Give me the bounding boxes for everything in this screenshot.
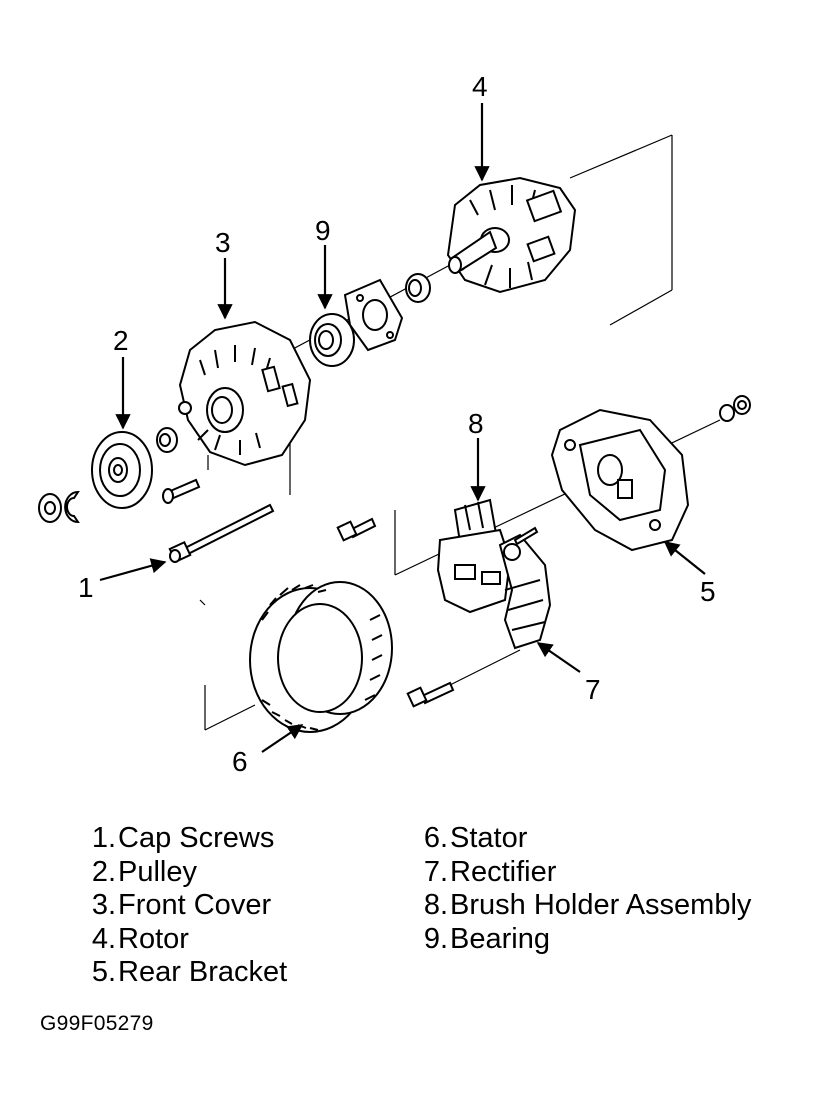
callout-1: 1 <box>78 572 94 603</box>
stator-drawing <box>249 581 393 733</box>
rectifier-drawing <box>498 526 552 650</box>
legend-number: 4. <box>91 922 116 955</box>
legend-number: 8. <box>423 889 448 921</box>
legend-item: 7.Rectifier <box>414 856 751 890</box>
legend-item: 8.Brush Holder Assembly <box>414 889 752 923</box>
legend-text: Stator <box>450 822 528 854</box>
legend-text: Front Cover <box>118 889 272 921</box>
callout-5: 5 <box>700 576 716 607</box>
callout-9: 9 <box>315 215 331 246</box>
callout-6: 6 <box>232 746 248 777</box>
callout-7: 7 <box>585 674 601 705</box>
spacer-drawing <box>156 427 178 453</box>
legend-item: 2.Pulley <box>82 856 287 890</box>
alternator-exploded-diagram: 4 3 9 2 8 1 5 7 6 <box>38 71 751 777</box>
nut-washer-drawing <box>38 490 80 524</box>
legend-number: 1. <box>91 822 116 854</box>
legend-number: 2. <box>91 855 116 888</box>
legend-text: Rectifier <box>450 855 557 888</box>
legend-item: 9.Bearing <box>414 923 751 957</box>
short-bolt-drawing <box>162 478 201 504</box>
legend-text: Pulley <box>118 855 197 888</box>
legend-text: Brush Holder Assembly <box>450 889 752 921</box>
legend-item: 4.Rotor <box>82 923 287 957</box>
legend-text: Cap Screws <box>118 822 275 854</box>
legend-right-column: 6.Stator 7.Rectifier 8.Brush Holder Asse… <box>414 822 752 957</box>
callout-8: 8 <box>468 408 484 439</box>
rear-nuts-drawing <box>719 395 751 422</box>
mount-bolt-drawing <box>336 517 377 542</box>
stator-bolt-drawing <box>406 681 455 708</box>
legend-item: 6.Stator <box>414 822 751 856</box>
cap-screw-drawing <box>168 503 275 564</box>
legend-number: 3. <box>91 889 116 921</box>
bearing-drawing <box>309 313 355 367</box>
callout-3: 3 <box>215 227 231 258</box>
callout-arrows <box>99 103 706 753</box>
legend-text: Bearing <box>450 922 550 955</box>
legend-text: Rotor <box>118 922 189 955</box>
pulley-drawing <box>91 431 153 509</box>
legend-number: 9. <box>423 922 448 955</box>
brush-holder-drawing <box>436 498 512 614</box>
legend-item: 1.Cap Screws <box>82 822 287 856</box>
legend-left-column: 1.Cap Screws 2.Pulley 3.Front Cover 4.Ro… <box>82 822 287 990</box>
rotor-bearing-drawing <box>405 273 431 303</box>
callout-2: 2 <box>113 325 129 356</box>
legend-item: 5.Rear Bracket <box>82 956 287 990</box>
legend-number: 5. <box>91 956 116 988</box>
legend-item: 3.Front Cover <box>82 889 287 923</box>
legend-number: 7. <box>423 855 448 888</box>
rear-bracket-drawing <box>550 408 690 552</box>
callout-4: 4 <box>472 71 488 102</box>
figure-code: G99F05279 <box>40 1012 154 1035</box>
front-cover-drawing <box>178 320 312 467</box>
legend-text: Rear Bracket <box>118 956 288 988</box>
legend-number: 6. <box>423 822 448 854</box>
rotor-drawing <box>446 176 577 294</box>
